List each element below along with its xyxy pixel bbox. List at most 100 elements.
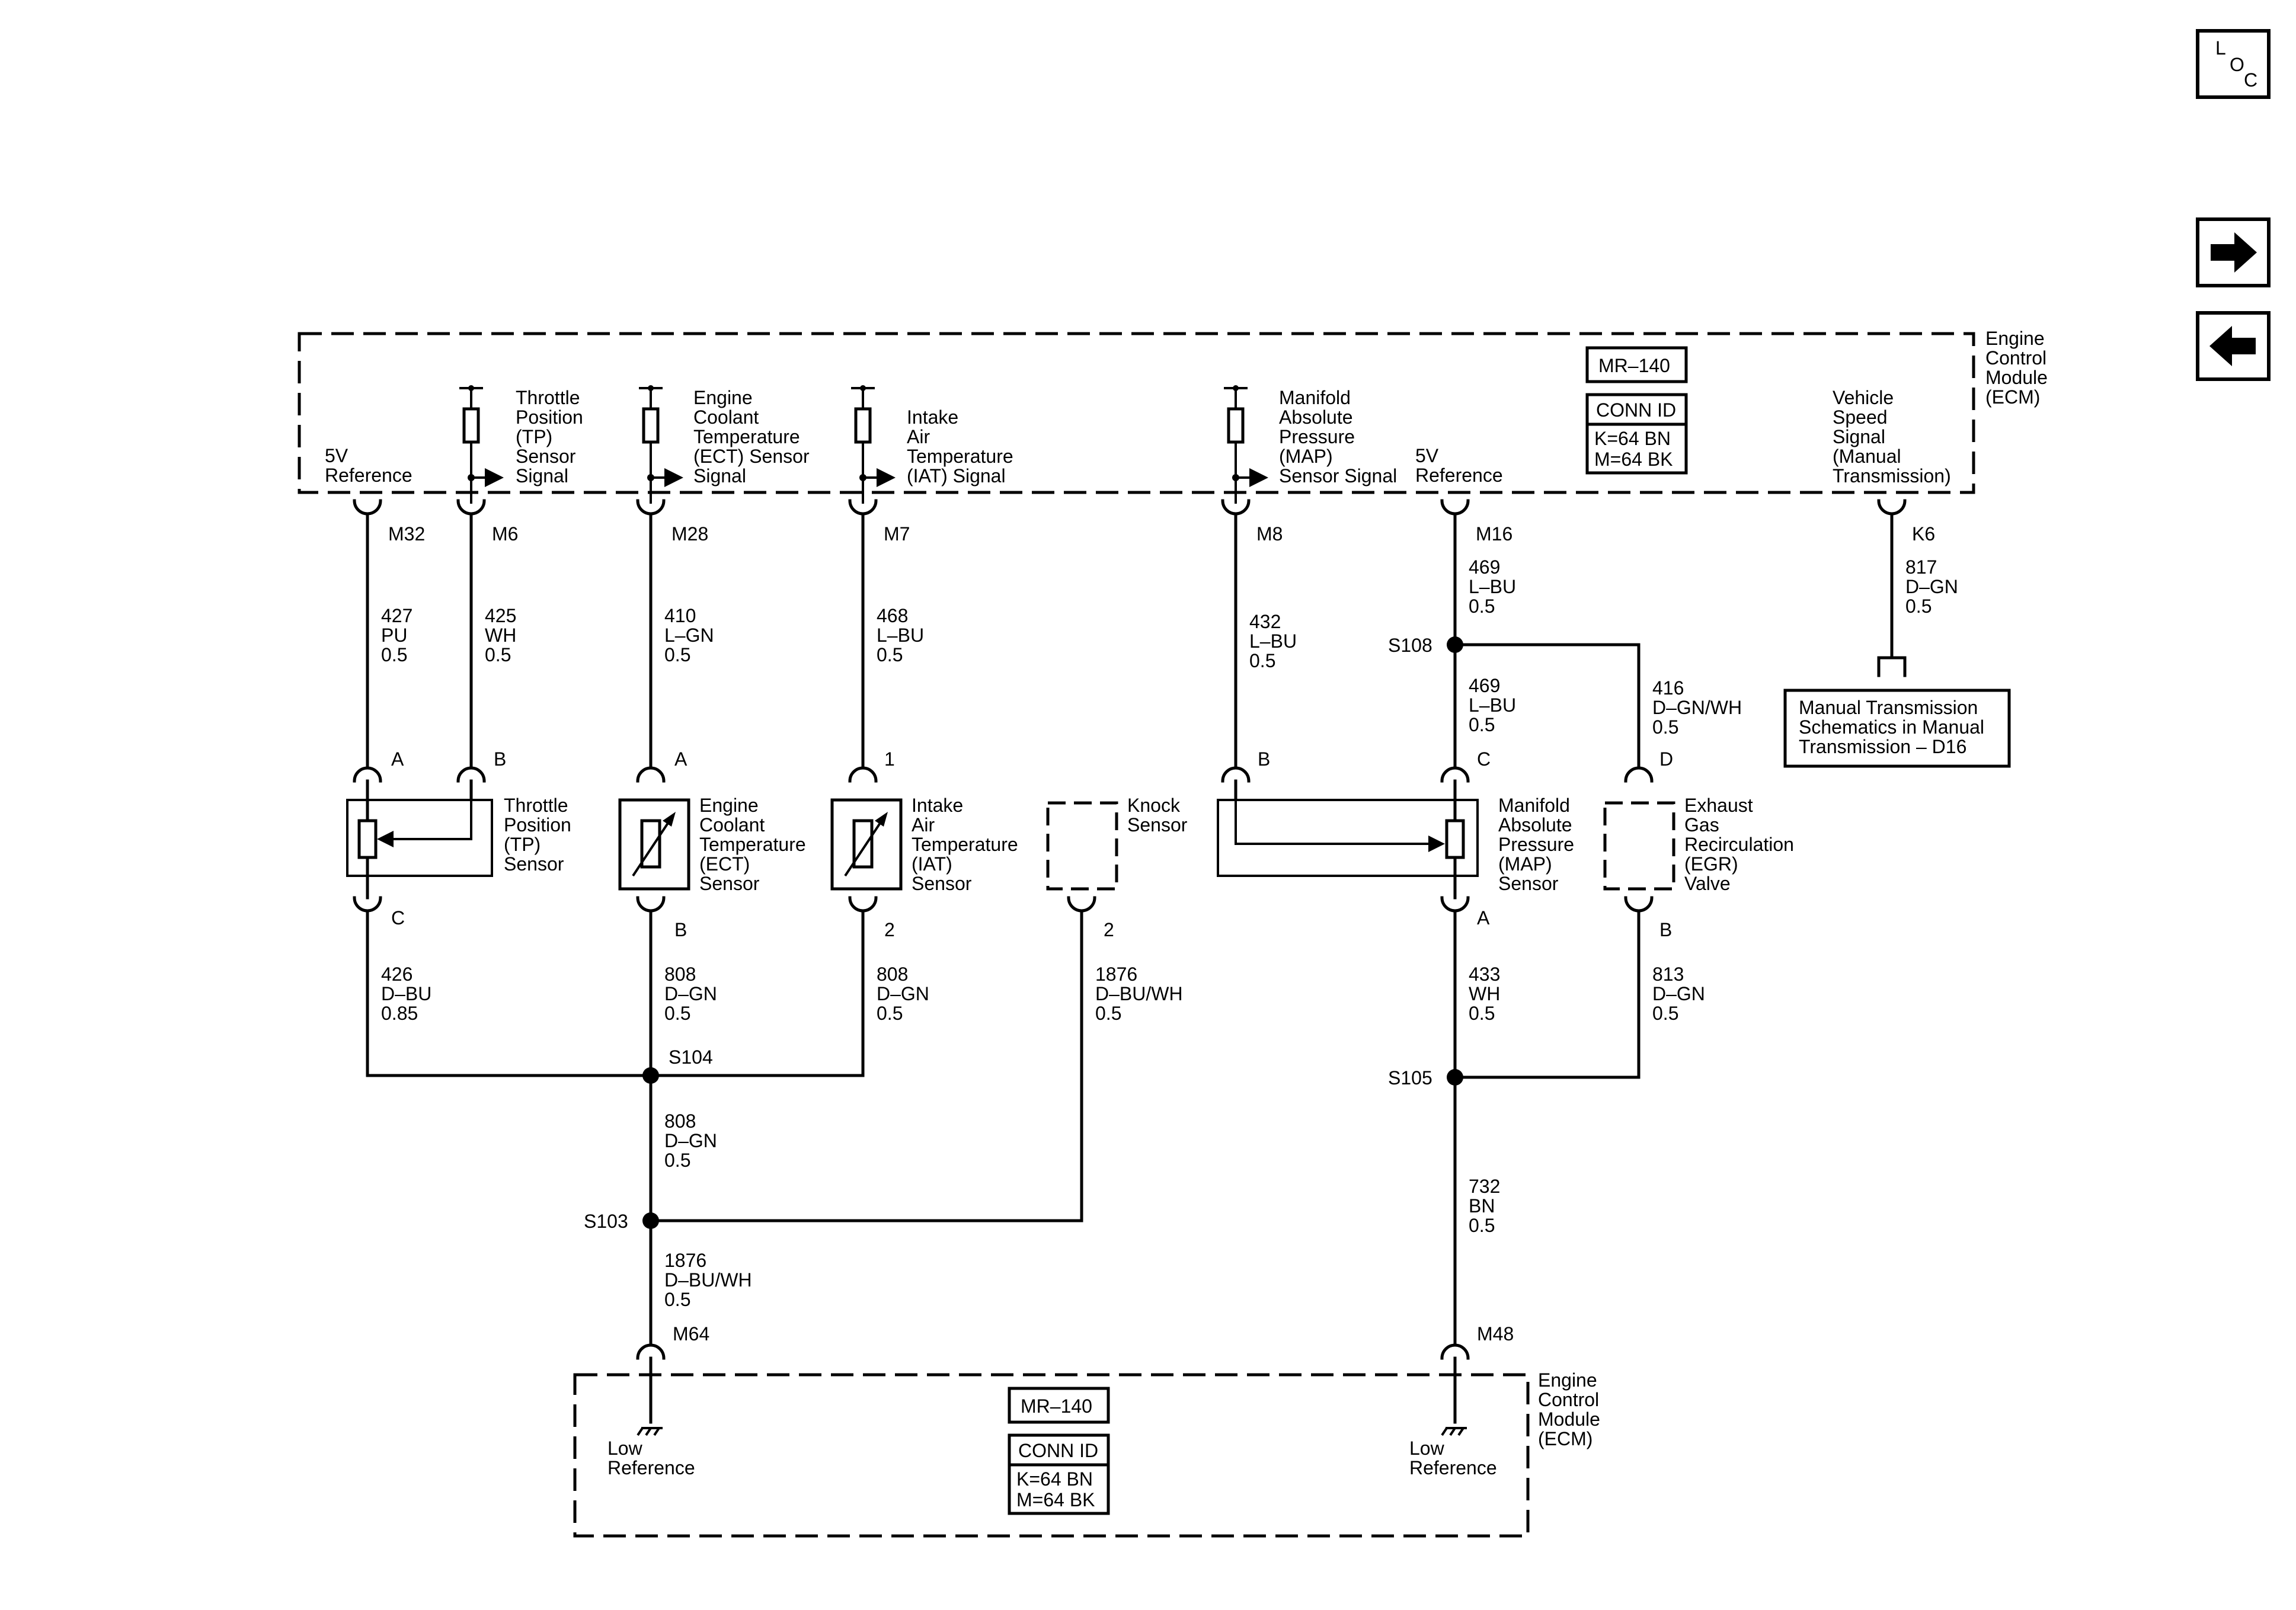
svg-text:L–BU: L–BU	[1469, 694, 1516, 716]
svg-text:D–GN: D–GN	[1905, 576, 1958, 597]
wire-label-416: 416 D–GN/WH 0.5	[1652, 677, 1742, 738]
loc-letter-c: C	[2244, 69, 2257, 91]
svg-text:0.85: 0.85	[381, 1003, 418, 1024]
wire-426	[366, 911, 653, 1077]
svg-text:0.5: 0.5	[1469, 714, 1495, 735]
svg-text:427: 427	[381, 605, 412, 626]
svg-text:Engine: Engine	[1538, 1369, 1597, 1391]
wire-label-410: 410 L–GN 0.5	[664, 605, 714, 665]
svg-text:MR–140: MR–140	[1598, 355, 1670, 376]
svg-text:Signal: Signal	[693, 465, 746, 486]
svg-text:Vehicle: Vehicle	[1833, 387, 1894, 408]
pin-ect-a: A	[674, 748, 687, 770]
svg-text:Reference: Reference	[607, 1457, 695, 1478]
ecm-top-name: Engine Control Module (ECM)	[1985, 328, 2048, 408]
map-sensor-label: Manifold Absolute Pressure (MAP) Sensor	[1498, 795, 1574, 894]
svg-text:K=64 BN: K=64 BN	[1594, 428, 1671, 449]
svg-text:(Manual: (Manual	[1833, 446, 1901, 467]
svg-text:M=64 BK: M=64 BK	[1016, 1489, 1095, 1510]
svg-text:5V: 5V	[1415, 445, 1439, 466]
map-sensor-symbol	[1217, 779, 1479, 900]
svg-text:0.5: 0.5	[381, 644, 407, 665]
low-reference-left-label: Low Reference	[607, 1438, 695, 1478]
ecm-top-conn-id: CONN ID K=64 BN M=64 BK	[1585, 393, 1688, 475]
svg-text:5V: 5V	[325, 445, 348, 466]
ecm-5v-reference-right-label: 5V Reference	[1415, 445, 1503, 486]
svg-text:469: 469	[1469, 675, 1500, 696]
pin-iat-2: 2	[884, 919, 895, 940]
svg-text:L–GN: L–GN	[664, 625, 714, 646]
svg-text:433: 433	[1469, 964, 1500, 985]
svg-text:0.5: 0.5	[664, 644, 690, 665]
ecm-iat-signal-label: Intake Air Temperature (IAT) Signal	[907, 406, 1013, 486]
pin-egr-b: B	[1659, 919, 1672, 940]
ground-icon-left	[637, 1356, 663, 1436]
loc-button[interactable]: L O C	[2196, 29, 2271, 99]
pin-m16: M16	[1476, 523, 1512, 545]
svg-text:Position: Position	[516, 406, 583, 428]
tp-sensor-label: Throttle Position (TP) Sensor	[504, 795, 571, 875]
pin-m6: M6	[492, 523, 518, 545]
svg-text:(ECT): (ECT)	[699, 853, 750, 875]
wire-label-426: 426 D–BU 0.85	[381, 964, 431, 1024]
splice-s104: S104	[642, 1046, 713, 1084]
svg-text:808: 808	[877, 964, 908, 985]
manual-transmission-ref-label: Manual Transmission Schematics in Manual…	[1799, 697, 1984, 757]
svg-text:Position: Position	[504, 814, 571, 836]
map-pullup-resistor	[1224, 385, 1268, 504]
svg-text:0.5: 0.5	[877, 644, 903, 665]
back-button[interactable]	[2196, 311, 2271, 381]
svg-text:D–GN: D–GN	[877, 983, 929, 1004]
svg-text:Control: Control	[1538, 1389, 1599, 1410]
wire-label-433: 433 WH 0.5	[1469, 964, 1500, 1024]
wire-416	[1453, 643, 1641, 769]
pin-tp-c: C	[391, 907, 405, 929]
ecm-bottom-mr-badge: MR–140	[1008, 1387, 1110, 1424]
ect-pullup-resistor	[639, 385, 683, 504]
svg-text:Air: Air	[912, 814, 935, 836]
pin-m8: M8	[1256, 523, 1283, 545]
ecm-tp-signal-label: Throttle Position (TP) Sensor Signal	[516, 387, 583, 486]
wire-label-469-lower: 469 L–BU 0.5	[1469, 675, 1516, 735]
wire-label-1876-knock: 1876 D–BU/WH 0.5	[1095, 964, 1183, 1024]
wire-label-813: 813 D–GN 0.5	[1652, 964, 1705, 1024]
svg-text:Sensor: Sensor	[1498, 873, 1559, 894]
svg-text:Sensor: Sensor	[1127, 814, 1188, 836]
svg-text:(EGR): (EGR)	[1684, 853, 1738, 875]
ecm-ect-signal-label: Engine Coolant Temperature (ECT) Sensor …	[693, 387, 810, 486]
wire-label-468: 468 L–BU 0.5	[877, 605, 924, 665]
wire-label-808-common: 808 D–GN 0.5	[664, 1110, 717, 1171]
ecm-5v-reference-left-label: 5V Reference	[325, 445, 412, 486]
svg-text:(ECM): (ECM)	[1985, 386, 2040, 408]
tp-sensor-symbol	[346, 779, 493, 900]
svg-text:(ECT) Sensor: (ECT) Sensor	[693, 446, 810, 467]
svg-text:L–BU: L–BU	[1249, 630, 1297, 652]
forward-button[interactable]	[2196, 217, 2271, 287]
svg-text:0.5: 0.5	[664, 1289, 690, 1310]
pin-m28: M28	[671, 523, 708, 545]
svg-text:(ECM): (ECM)	[1538, 1428, 1593, 1449]
svg-text:Manifold: Manifold	[1498, 795, 1570, 816]
splice-s103: S103	[584, 1211, 659, 1232]
pin-iat-1: 1	[884, 748, 895, 770]
pin-map-c: C	[1477, 748, 1491, 770]
svg-text:426: 426	[381, 964, 412, 985]
iat-sensor-symbol	[830, 798, 903, 891]
svg-text:432: 432	[1249, 611, 1281, 632]
svg-text:WH: WH	[1469, 983, 1500, 1004]
svg-text:K=64 BN: K=64 BN	[1016, 1468, 1093, 1490]
svg-text:Sensor: Sensor	[504, 853, 564, 875]
svg-text:Recirculation: Recirculation	[1684, 834, 1794, 855]
ect-sensor-symbol	[618, 798, 690, 891]
svg-text:Reference: Reference	[1409, 1457, 1497, 1478]
svg-text:Pressure: Pressure	[1279, 426, 1355, 447]
pin-egr-d: D	[1659, 748, 1673, 770]
svg-text:CONN ID: CONN ID	[1596, 399, 1676, 421]
svg-text:Transmission): Transmission)	[1833, 465, 1951, 486]
pin-map-b: B	[1258, 748, 1270, 770]
svg-text:Module: Module	[1985, 367, 2048, 388]
svg-text:(IAT): (IAT)	[912, 853, 952, 875]
svg-text:Sensor Signal: Sensor Signal	[1279, 465, 1397, 486]
svg-text:(MAP): (MAP)	[1279, 446, 1333, 467]
